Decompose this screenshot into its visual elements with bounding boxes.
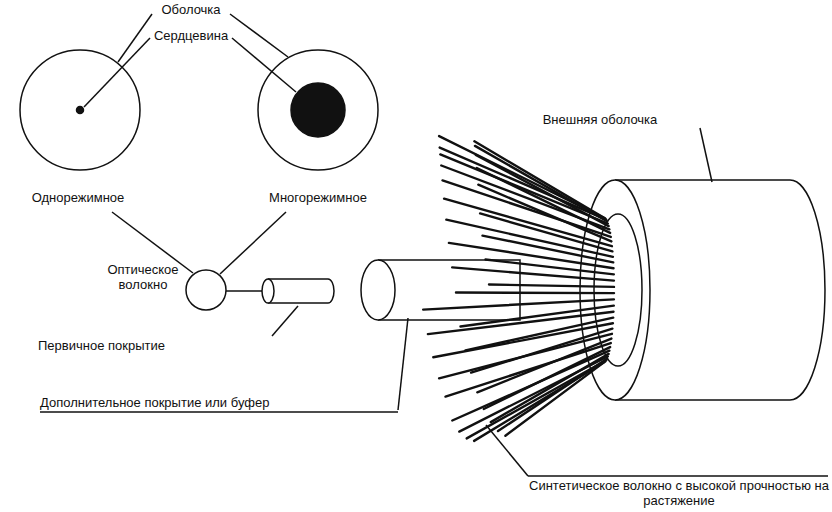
part-label: Синтетическое волокно с высокой прочност… xyxy=(529,478,829,508)
part-label: Оболочка xyxy=(161,2,220,17)
leader-line xyxy=(84,38,150,107)
leader-line xyxy=(528,475,828,477)
core-disc xyxy=(291,83,345,137)
leader-line xyxy=(220,212,286,274)
aramid-yarn-strand xyxy=(459,357,608,432)
aramid-yarn-strand xyxy=(476,155,609,226)
leader-line xyxy=(230,14,288,57)
aramid-yarn-strand xyxy=(440,148,607,220)
aramid-yarn-strand xyxy=(477,168,610,233)
part-label: Многорежимное xyxy=(269,190,367,205)
leader-line xyxy=(272,306,298,336)
part-label: Дополнительное покрытие или буфер xyxy=(40,395,269,410)
primary-coating-cylinder xyxy=(268,279,334,303)
aramid-yarn-strand xyxy=(505,361,605,435)
aramid-yarn-strand xyxy=(474,362,604,441)
core-dot xyxy=(77,107,84,114)
part-label: Первичное покрытие xyxy=(38,338,165,353)
aramid-yarn-strand xyxy=(423,299,614,309)
leader-line xyxy=(700,128,712,182)
aramid-yarn-strand xyxy=(475,146,607,221)
primary-coating-end xyxy=(262,279,274,303)
aramid-yarn-strand xyxy=(474,141,605,218)
part-label: Внешняя оболочка xyxy=(543,112,658,127)
aramid-yarn-strand xyxy=(456,291,614,294)
fiber-circle xyxy=(186,270,226,310)
leader-line xyxy=(486,425,528,476)
buffer-tube xyxy=(378,260,520,320)
connector-line xyxy=(226,290,262,292)
aramid-yarn-strand xyxy=(446,220,613,257)
aramid-yarn-strand xyxy=(489,285,614,287)
aramid-yarn-strand xyxy=(452,267,614,280)
aramid-yarn-strand xyxy=(443,180,611,237)
part-label: Оптическое волокно xyxy=(103,262,183,292)
cladding-circle xyxy=(258,50,378,170)
part-label: Сердцевина xyxy=(154,28,228,43)
leader-line xyxy=(398,318,408,410)
leader-line xyxy=(40,411,398,413)
leader-line xyxy=(232,38,296,92)
part-label: Однорежимное xyxy=(32,190,125,205)
buffer-tube-end xyxy=(361,260,395,320)
leader-line xyxy=(118,14,152,62)
